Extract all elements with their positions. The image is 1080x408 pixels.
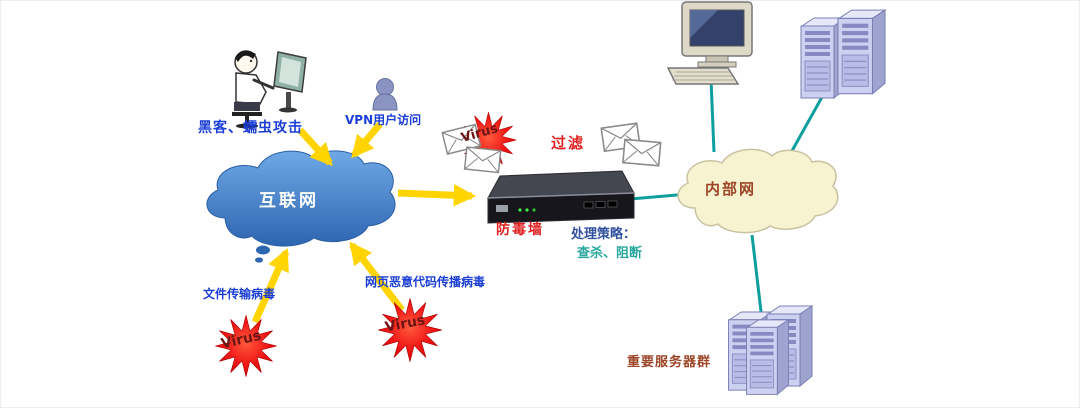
cloud-tail-puff [256, 245, 270, 255]
vpn-user-icon [372, 78, 398, 111]
envelope-icon [463, 146, 502, 174]
filter-label: 过滤 [551, 134, 586, 152]
envelope-icon [622, 138, 662, 167]
file-transfer-virus-label: 文件传输病毒 [203, 287, 276, 301]
arrow-internet-to-firewall [397, 184, 477, 207]
internet-cloud-label: 互联网 [259, 191, 319, 211]
attack-arrows [251, 121, 477, 324]
arrow-webvirus-to-internet [349, 241, 405, 313]
cloud-tail-puff [255, 257, 263, 263]
intranet-cloud [677, 148, 839, 234]
server-tower-icon [745, 319, 790, 395]
arrow-hacker-to-internet [297, 127, 333, 167]
web-malicious-code-label: 网页恶意代码传播病毒 [365, 275, 486, 289]
arrow-filevirus-to-internet [251, 248, 290, 324]
link-intranet-servers-bottom [750, 234, 764, 321]
arrow-vpn-to-internet [351, 121, 383, 159]
firewall-label: 防毒墙 [496, 222, 544, 238]
hacker-attack-label: 黑客、蠕虫攻击 [198, 120, 303, 136]
desktop-computer-icon [666, 1, 753, 85]
important-servers-label: 重要服务器群 [627, 355, 712, 370]
intranet-cloud-label: 内部网 [705, 180, 757, 198]
hacker-workstation-icon [232, 50, 307, 129]
server-tower-icon [837, 9, 886, 95]
internet-cloud [206, 150, 396, 263]
policy-actions-label: 查杀、阻断 [577, 246, 643, 261]
firewall-appliance-icon [487, 170, 635, 224]
policy-title-label: 处理策略： [571, 227, 637, 242]
vpn-access-label: VPN用户访问 [345, 113, 422, 127]
